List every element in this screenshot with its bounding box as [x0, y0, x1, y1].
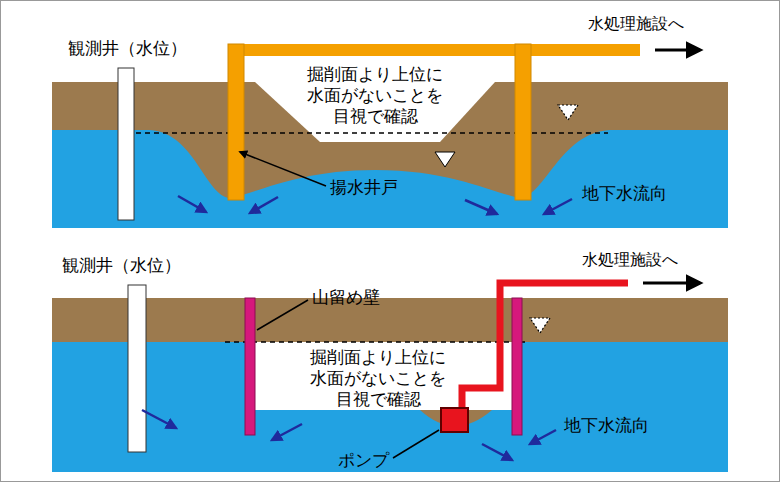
flow-label: 地下水流向 [564, 415, 649, 436]
groundwater [52, 342, 728, 472]
pumping-well [515, 44, 531, 200]
well-label: 観測井（水位） [62, 255, 181, 276]
water-level-mark [558, 105, 578, 120]
destination-label: 水処理施設へ [582, 250, 678, 270]
original-water-level [118, 132, 608, 134]
water-level-mark [435, 152, 455, 167]
flow-arrow [142, 410, 176, 428]
flow-arrow [643, 282, 700, 285]
note-label: 掘削面より上位に 水面がないことを 目視で確認 [295, 64, 455, 127]
flow-arrow [530, 430, 556, 444]
wall-label: 山留め壁 [312, 287, 380, 308]
observation-well [128, 285, 146, 452]
flow-arrow [178, 196, 206, 212]
discharge-pipe [462, 283, 628, 408]
original-water-level [225, 341, 525, 343]
observation-well [118, 68, 134, 220]
note-label: 掘削面より上位に 水面がないことを 目視で確認 [298, 347, 458, 410]
flow-arrow [272, 424, 302, 440]
water-level-mark [530, 318, 550, 333]
well-label: 揚水井戸 [330, 177, 398, 198]
pump-label: ポンプ [338, 450, 389, 471]
flow-arrow [250, 197, 278, 213]
flow-arrow [544, 199, 572, 214]
flow-label: 地下水流向 [582, 183, 667, 204]
leader-line [393, 430, 439, 458]
excavation [255, 342, 512, 410]
leader-line [257, 300, 308, 330]
retaining-wall [512, 298, 522, 435]
discharge-pipe [228, 44, 640, 56]
destination-label: 水処理施設へ [588, 14, 684, 34]
pump [441, 408, 468, 432]
retaining-wall [245, 298, 255, 435]
flow-arrow [655, 49, 700, 52]
leader-line [240, 152, 326, 186]
flow-arrow [482, 444, 512, 460]
pumping-well [228, 44, 244, 200]
groundwater [52, 130, 728, 228]
flow-arrow [465, 200, 497, 214]
ground [52, 298, 728, 342]
well-label: 観測井（水位） [68, 38, 187, 59]
